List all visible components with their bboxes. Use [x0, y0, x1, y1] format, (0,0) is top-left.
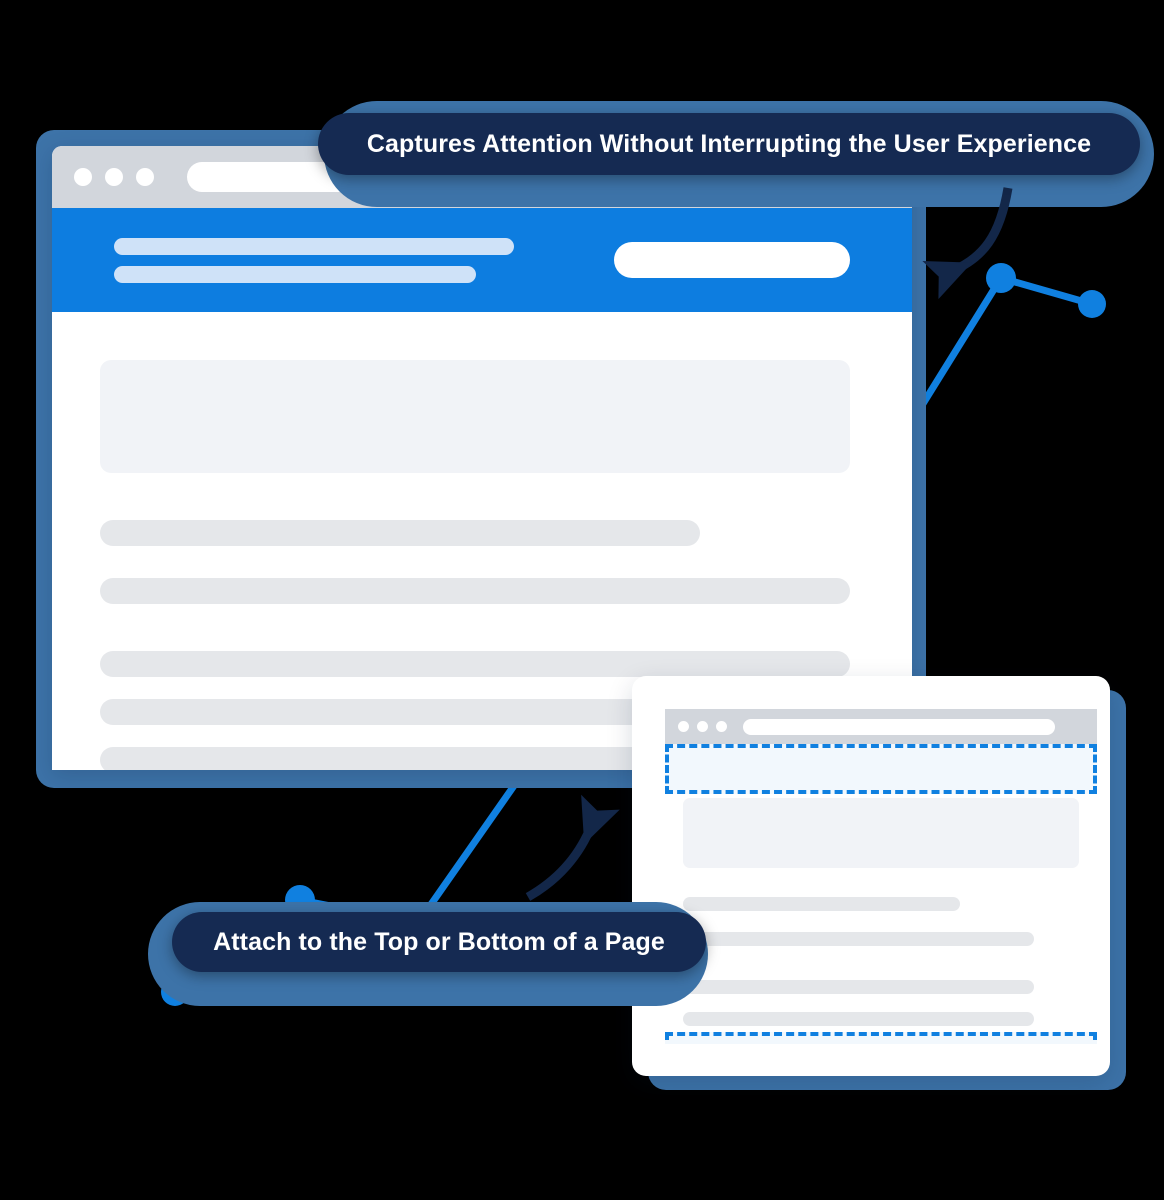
minimize-dot-icon[interactable]: [105, 168, 123, 186]
maximize-dot-icon[interactable]: [716, 721, 727, 732]
text-bar: [100, 578, 850, 604]
traffic-lights-small: [678, 721, 727, 732]
minimize-dot-icon[interactable]: [697, 721, 708, 732]
promo-text-group: [114, 237, 514, 283]
close-dot-icon[interactable]: [678, 721, 689, 732]
small-window-titlebar: [665, 709, 1097, 744]
small-browser-window: [632, 676, 1110, 1076]
small-hero-block: [683, 798, 1079, 868]
small-text-bar: [683, 897, 960, 911]
hero-block: [100, 360, 850, 473]
maximize-dot-icon[interactable]: [136, 168, 154, 186]
text-bar: [100, 651, 850, 677]
curved-arrow-up-right-icon: [525, 794, 620, 901]
top-callout-label: Captures Attention Without Interrupting …: [318, 113, 1140, 175]
promo-cta-button[interactable]: [614, 242, 850, 278]
small-text-bar: [683, 932, 1034, 946]
small-text-bar: [683, 980, 1034, 994]
text-bar: [100, 520, 700, 546]
traffic-lights: [74, 168, 154, 186]
small-text-bar: [683, 1012, 1034, 1026]
top-attach-zone[interactable]: [665, 744, 1097, 794]
close-dot-icon[interactable]: [74, 168, 92, 186]
promo-headline-bar: [114, 237, 514, 255]
promo-subline-bar: [114, 265, 476, 283]
sticky-promo-banner: [52, 208, 912, 312]
bottom-attach-zone[interactable]: [665, 1032, 1097, 1044]
small-page-content: [665, 744, 1097, 1044]
main-page-content: [52, 312, 912, 770]
small-window-page: [665, 709, 1097, 1044]
url-input-small[interactable]: [743, 718, 1055, 735]
bottom-callout-label: Attach to the Top or Bottom of a Page: [172, 912, 706, 972]
